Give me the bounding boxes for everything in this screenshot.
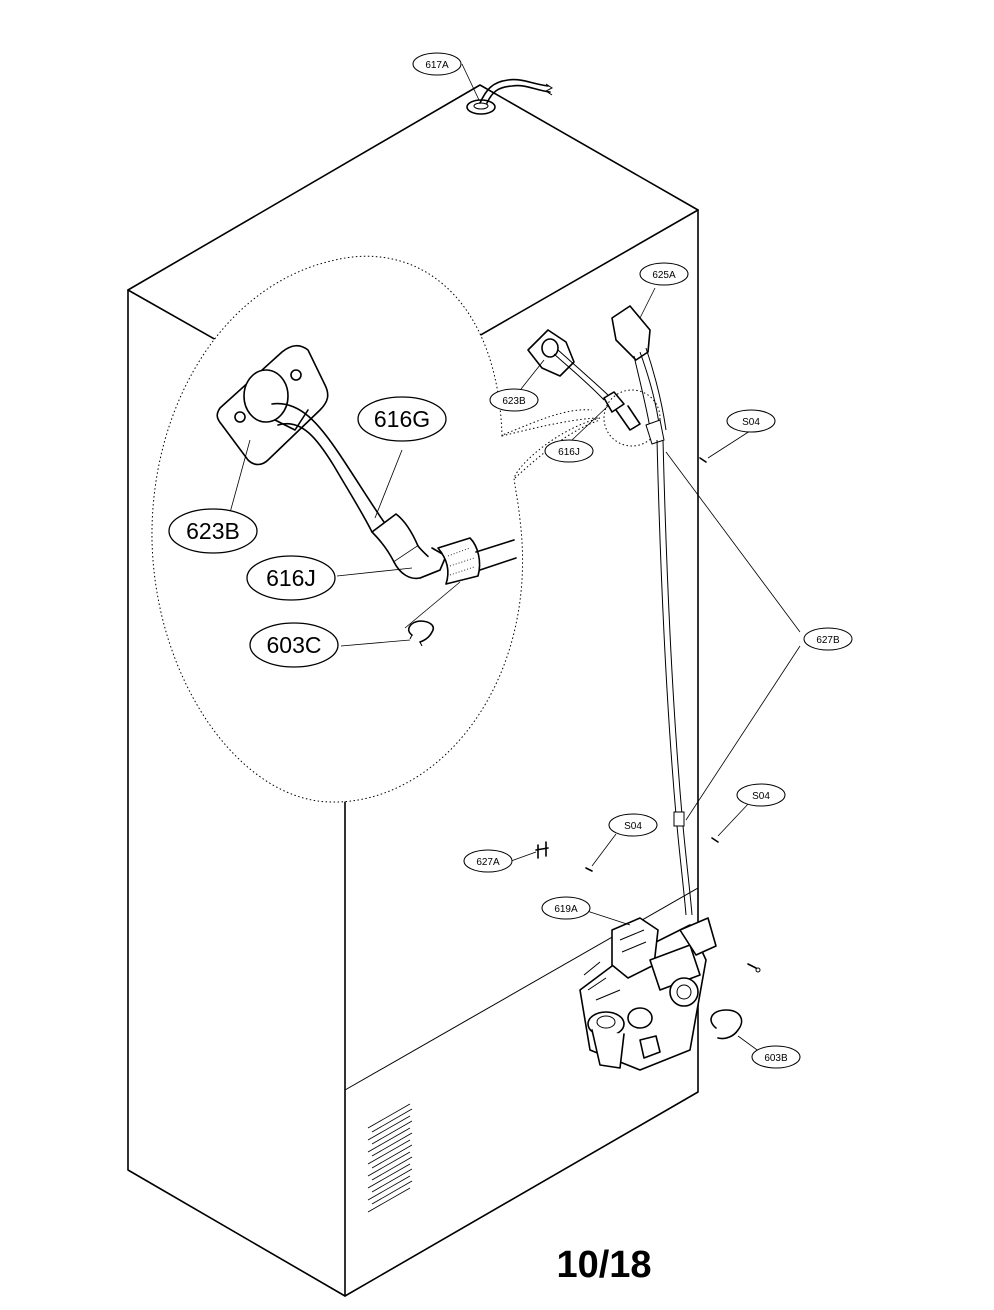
callout-S04-mid: S04 bbox=[608, 813, 658, 837]
clip-627A bbox=[535, 841, 549, 859]
screws bbox=[585, 457, 761, 973]
callout-625A: 625A bbox=[639, 262, 689, 286]
callout-627B: 627B bbox=[803, 627, 853, 651]
callout-603C: 603C bbox=[249, 622, 339, 668]
callout-623B-small: 623B bbox=[489, 388, 539, 412]
callout-616J-large: 616J bbox=[246, 555, 336, 601]
detail-inlet-fitting bbox=[216, 344, 517, 647]
callout-603B-label: 603B bbox=[764, 1053, 788, 1064]
callout-623B-large-label: 623B bbox=[186, 518, 240, 544]
water-tube bbox=[656, 439, 693, 916]
callout-623B-small-label: 623B bbox=[502, 396, 526, 407]
callout-616G: 616G bbox=[357, 396, 447, 442]
callout-619A: 619A bbox=[541, 896, 591, 920]
callout-603C-label: 603C bbox=[267, 632, 322, 658]
callout-603B: 603B bbox=[751, 1045, 801, 1069]
callout-627A: 627A bbox=[463, 849, 513, 873]
callout-616J-small: 616J bbox=[544, 439, 594, 463]
callout-627A-label: 627A bbox=[476, 857, 500, 868]
leader-lines bbox=[461, 63, 801, 1056]
water-valve-assembly bbox=[579, 917, 717, 1071]
upper-fitting-assembly bbox=[527, 305, 667, 447]
callout-627B-label: 627B bbox=[816, 635, 840, 646]
detail-leaders bbox=[227, 439, 461, 647]
callout-S04-top-label: S04 bbox=[742, 417, 760, 428]
callout-619A-label: 619A bbox=[554, 904, 578, 915]
callout-623B-large: 623B bbox=[168, 508, 258, 554]
callout-S04-right-label: S04 bbox=[752, 791, 770, 802]
cord-grommet bbox=[466, 78, 553, 115]
page-number: 10/18 bbox=[556, 1244, 651, 1286]
clamp-ring-603B bbox=[710, 1009, 743, 1040]
callout-S04-top: S04 bbox=[726, 409, 776, 433]
vent-grille bbox=[367, 1103, 413, 1213]
callout-616J-small-label: 616J bbox=[558, 447, 580, 458]
callout-616G-label: 616G bbox=[374, 406, 430, 432]
callout-617A: 617A bbox=[412, 52, 462, 76]
callout-616J-large-label: 616J bbox=[266, 565, 316, 591]
callout-S04-right: S04 bbox=[736, 783, 786, 807]
callout-S04-mid-label: S04 bbox=[624, 821, 642, 832]
callout-617A-label: 617A bbox=[425, 60, 449, 71]
callout-625A-label: 625A bbox=[652, 270, 676, 281]
